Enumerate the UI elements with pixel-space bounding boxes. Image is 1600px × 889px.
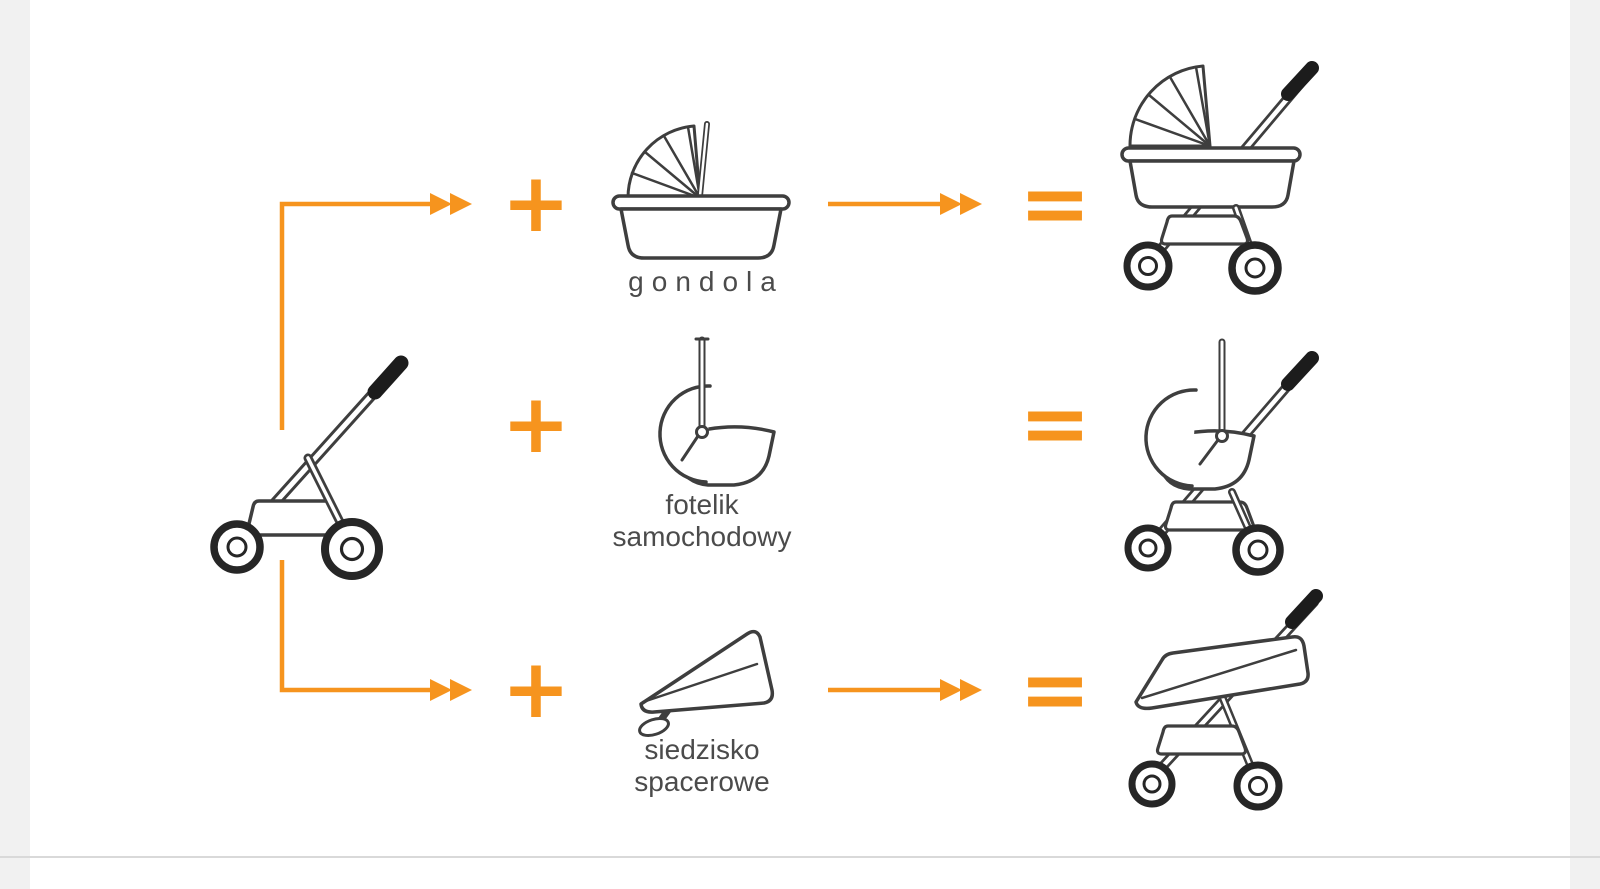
- frame-with-car-seat-icon: [1112, 332, 1342, 577]
- plus-operator-row1: +: [501, 156, 571, 251]
- stroller-seat-icon: [615, 614, 790, 739]
- attachment-label-car-seat-line2: samochodowy: [612, 521, 792, 552]
- flow-arrow-row3: [828, 679, 982, 701]
- carrycot-icon: [600, 112, 800, 267]
- attachment-label-stroller-seat-line1: siedzisko: [644, 734, 760, 765]
- bottom-divider: [0, 856, 1600, 858]
- frame-with-carrycot-icon: [1108, 48, 1343, 298]
- attachment-label-car-seat-line1: fotelik: [665, 489, 739, 520]
- frame-with-stroller-seat-icon: [1100, 576, 1340, 816]
- equals-operator-row3: =: [1018, 640, 1092, 740]
- attachment-label-stroller-seat-line2: spacerowe: [634, 766, 770, 797]
- equals-operator-row2: =: [1018, 374, 1092, 474]
- car-seat-icon: [624, 330, 779, 490]
- left-edge-band: [0, 0, 30, 889]
- plus-operator-row3: +: [501, 642, 571, 737]
- stroller-frame-icon: [192, 348, 427, 588]
- attachment-label-gondola: gondola: [628, 266, 784, 297]
- equals-operator-row1: =: [1018, 154, 1092, 254]
- right-edge-band: [1570, 0, 1600, 889]
- plus-operator-row2: +: [501, 377, 571, 472]
- flow-arrow-row1: [828, 193, 982, 215]
